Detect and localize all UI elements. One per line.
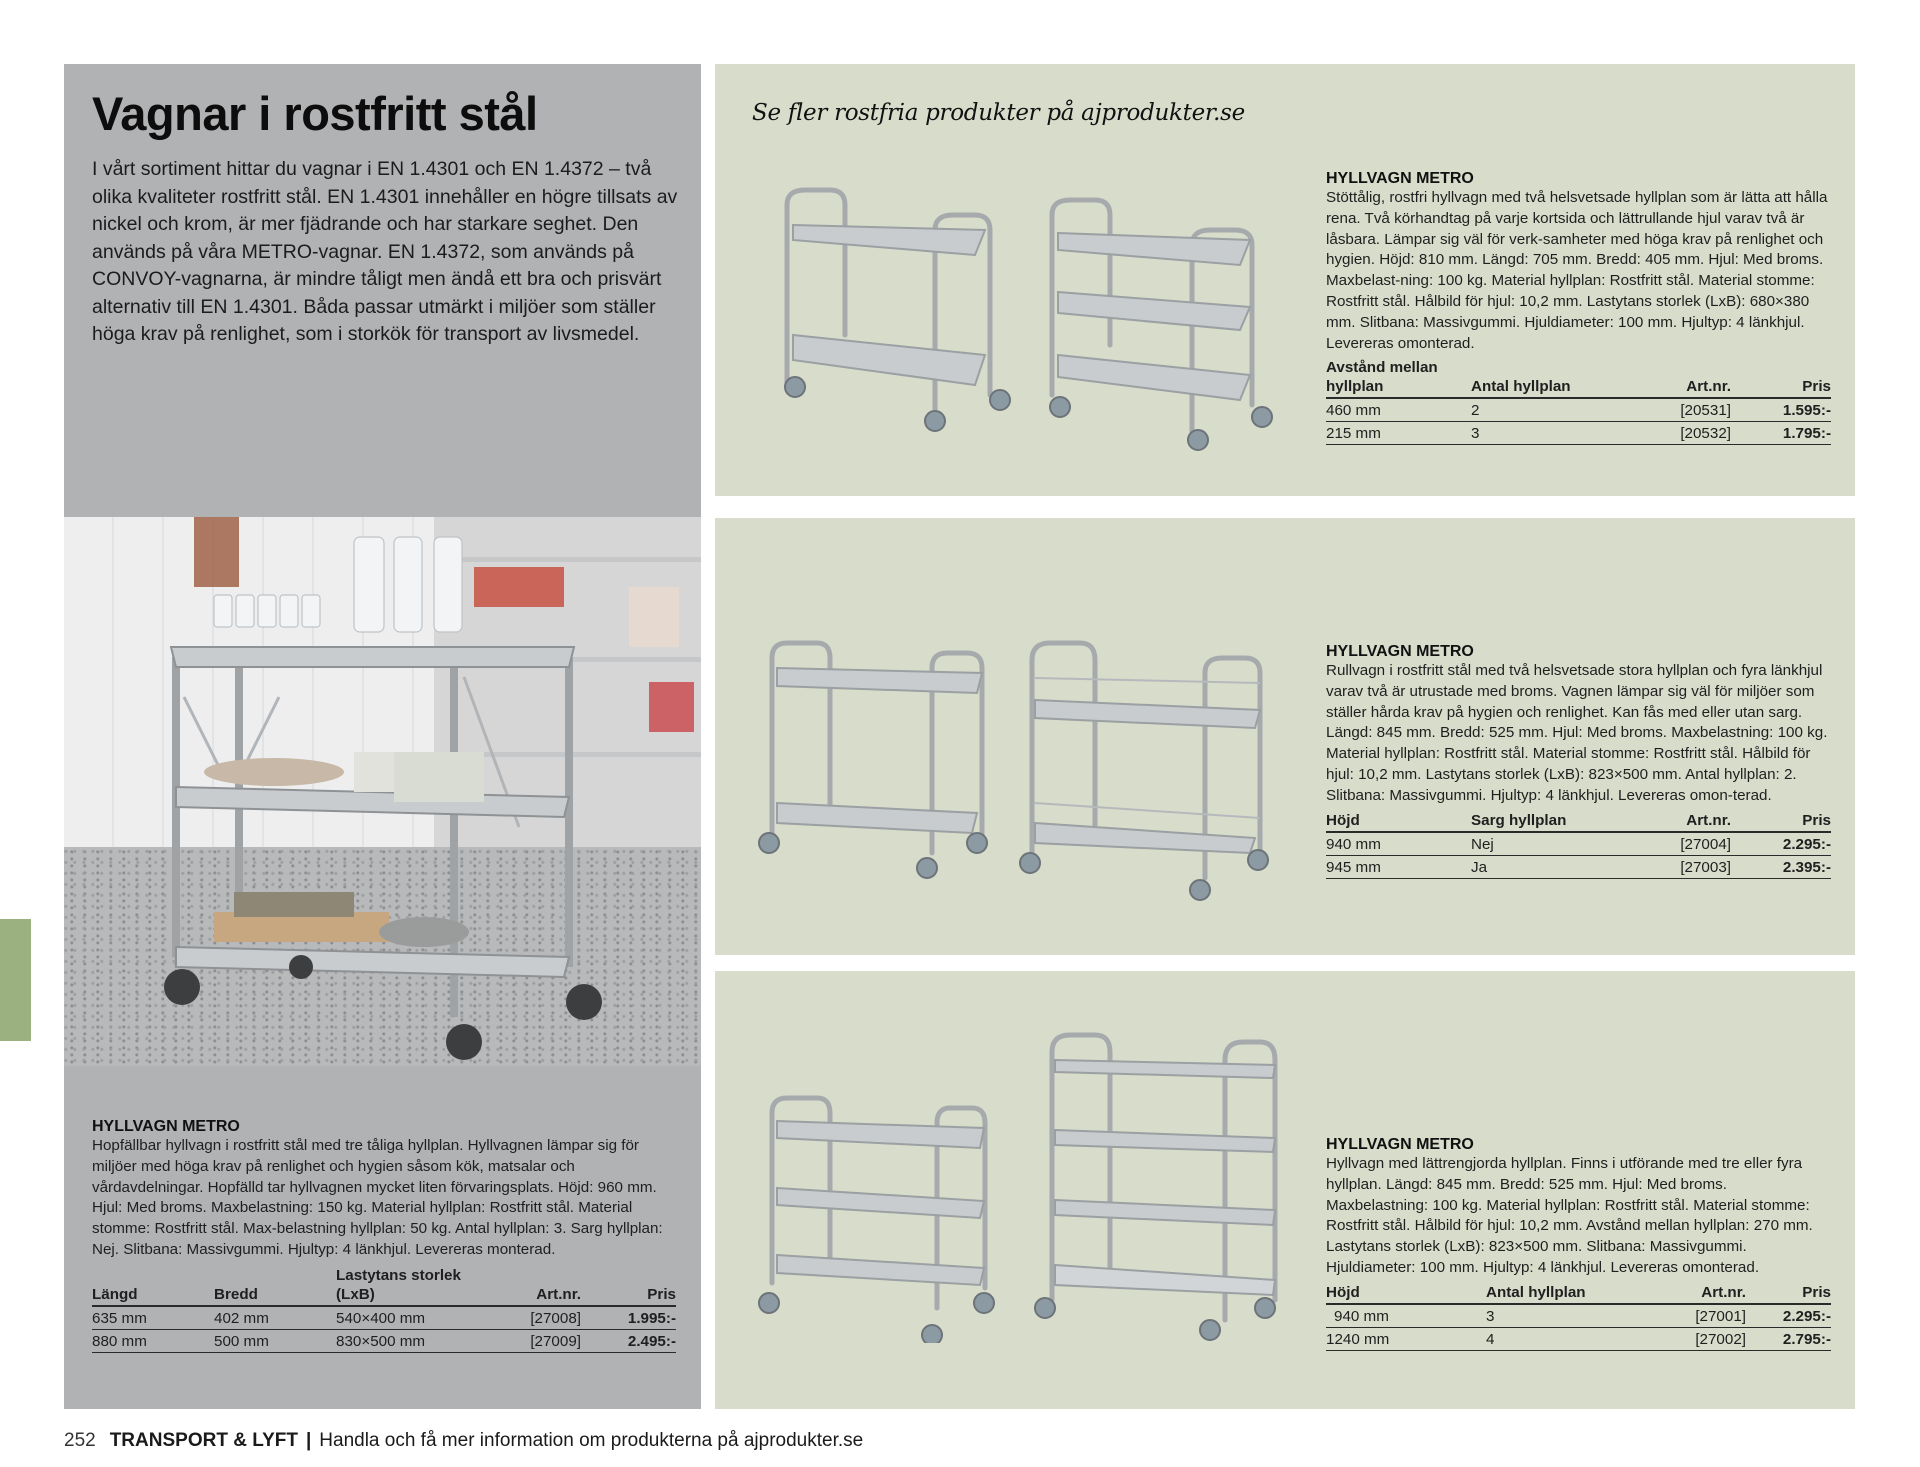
cell-article-number: [20532]	[1631, 421, 1731, 446]
product-title: HYLLVAGN METRO	[92, 1118, 240, 1135]
cell-width: 402 mm	[214, 1305, 336, 1330]
product-image-cart-without-rim	[752, 638, 1002, 888]
product-image-2-shelf-cart	[775, 185, 1025, 445]
cell-price: 1.795:-	[1731, 421, 1831, 446]
cell-shelf-distance: 215 mm	[1326, 421, 1471, 446]
cell-width: 500 mm	[214, 1329, 336, 1353]
product-image-3-shelf-cart	[1040, 195, 1290, 460]
cell-article-number: [27009]	[476, 1329, 581, 1353]
cell-shelf-count: 3	[1486, 1303, 1646, 1328]
product-spec-table: Höjd Antal hyllplan Art.nr. Pris 940 mm …	[1326, 1282, 1831, 1351]
column-header: Bredd	[214, 1265, 336, 1307]
cell-load-area: 540×400 mm	[336, 1305, 476, 1330]
column-header: Art.nr.	[1631, 358, 1731, 400]
cell-height: 945 mm	[1326, 855, 1471, 879]
product-description: Hyllvagn med lättrengjorda hyllplan. Fin…	[1326, 1155, 1813, 1276]
cell-height: 940 mm	[1326, 831, 1471, 856]
table-row: 460 mm 2 [20531] 1.595:-	[1326, 398, 1831, 423]
product-card-metro-rim: HYLLVAGN METRO Rullvagn i rostfritt stål…	[1326, 643, 1831, 879]
product-image-cart-with-rim	[1010, 638, 1280, 908]
cell-price: 1.995:-	[581, 1305, 676, 1330]
column-header: Längd	[92, 1265, 214, 1307]
cell-price: 2.495:-	[581, 1329, 676, 1353]
cell-length: 880 mm	[92, 1329, 214, 1353]
product-spec-table: Längd Bredd Lastytans storlek (LxB) Art.…	[92, 1265, 676, 1353]
product-card-metro-2-shelf: HYLLVAGN METRO Stöttålig, rostfri hyllva…	[1326, 170, 1831, 446]
product-description: Hopfällbar hyllvagn i rostfritt stål med…	[92, 1137, 663, 1258]
page-footer: 252 TRANSPORT & LYFT | Handla och få mer in…	[64, 1430, 863, 1452]
product-title: HYLLVAGN METRO	[1326, 1136, 1474, 1153]
cell-rim: Ja	[1471, 855, 1631, 879]
cell-length: 635 mm	[92, 1305, 214, 1330]
column-header: Art.nr.	[1646, 1282, 1746, 1305]
product-image-3-shelf-cart	[752, 1093, 1002, 1343]
product-description: Stöttålig, rostfri hyllvagn med två hels…	[1326, 189, 1828, 352]
cell-article-number: [27002]	[1646, 1327, 1746, 1351]
cell-price: 2.295:-	[1731, 831, 1831, 856]
product-card-metro-multi-shelf: HYLLVAGN METRO Hyllvagn med lättrengjord…	[1326, 1136, 1831, 1351]
column-header: Pris	[581, 1265, 676, 1307]
product-title: HYLLVAGN METRO	[1326, 170, 1474, 187]
cell-price: 2.295:-	[1746, 1303, 1831, 1328]
column-header: Pris	[1731, 810, 1831, 833]
column-header: Höjd	[1326, 810, 1471, 833]
product-spec-table: Avstånd mellan hyllplan Antal hyllplan A…	[1326, 358, 1831, 446]
photo-shelf-line	[434, 557, 701, 562]
table-row: 940 mm 3 [27001] 2.295:-	[1326, 1303, 1831, 1328]
intro-text: I vårt sortiment hittar du vagnar i EN 1…	[92, 158, 678, 345]
table-row: 215 mm 3 [20532] 1.795:-	[1326, 421, 1831, 446]
table-row: 945 mm Ja [27003] 2.395:-	[1326, 855, 1831, 879]
folding-cart-illustration	[164, 517, 694, 1060]
product-image-4-shelf-cart	[1025, 1030, 1285, 1350]
column-header: Höjd	[1326, 1282, 1486, 1305]
cell-price: 2.395:-	[1731, 855, 1831, 879]
cell-rim: Nej	[1471, 831, 1631, 856]
product-title: HYLLVAGN METRO	[1326, 643, 1474, 660]
column-header: Avstånd mellan hyllplan	[1326, 358, 1471, 400]
cell-price: 1.595:-	[1731, 398, 1831, 423]
cell-article-number: [27008]	[476, 1305, 581, 1330]
cell-article-number: [20531]	[1631, 398, 1731, 423]
column-header: Art.nr.	[1631, 810, 1731, 833]
column-header: Lastytans storlek (LxB)	[336, 1265, 476, 1307]
footer-text: Handla och få mer information om produkt…	[319, 1430, 864, 1451]
column-header: Antal hyllplan	[1486, 1282, 1646, 1305]
cell-shelf-distance: 460 mm	[1326, 398, 1471, 423]
cell-height: 1240 mm	[1326, 1327, 1486, 1351]
cell-article-number: [27004]	[1631, 831, 1731, 856]
cell-load-area: 830×500 mm	[336, 1329, 476, 1353]
cell-shelf-count: 4	[1486, 1327, 1646, 1351]
table-row: 635 mm 402 mm 540×400 mm [27008] 1.995:-	[92, 1305, 676, 1330]
cell-article-number: [27001]	[1646, 1303, 1746, 1328]
product-description: Rullvagn i rostfritt stål med två helsve…	[1326, 662, 1828, 804]
cell-price: 2.795:-	[1746, 1327, 1831, 1351]
lifestyle-photo-folding-cart	[64, 517, 701, 1066]
column-header: Antal hyllplan	[1471, 358, 1631, 400]
column-header: Art.nr.	[476, 1265, 581, 1307]
cell-height: 940 mm	[1326, 1303, 1486, 1328]
column-header: Pris	[1746, 1282, 1831, 1305]
page-number: 252	[64, 1430, 96, 1451]
column-header: Pris	[1731, 358, 1831, 400]
table-row: 880 mm 500 mm 830×500 mm [27009] 2.495:-	[92, 1329, 676, 1353]
product-panel-2	[715, 518, 1855, 955]
section-color-tab	[0, 919, 31, 1041]
footer-separator: |	[305, 1430, 312, 1451]
cell-shelf-count: 2	[1471, 398, 1631, 423]
section-name: TRANSPORT & LYFT	[109, 1430, 298, 1451]
table-row: 940 mm Nej [27004] 2.295:-	[1326, 831, 1831, 856]
page-title: Vagnar i rostfritt stål	[92, 87, 538, 140]
product-spec-table: Höjd Sarg hyllplan Art.nr. Pris 940 mm N…	[1326, 810, 1831, 879]
promo-link-text[interactable]: Se fler rostfria produkter på ajprodukte…	[752, 100, 1245, 126]
table-row: 1240 mm 4 [27002] 2.795:-	[1326, 1327, 1831, 1351]
product-card-folding-metro: HYLLVAGN METRO Hopfällbar hyllvagn i ros…	[92, 1118, 682, 1353]
cell-shelf-count: 3	[1471, 421, 1631, 446]
cell-article-number: [27003]	[1631, 855, 1731, 879]
column-header: Sarg hyllplan	[1471, 810, 1631, 833]
